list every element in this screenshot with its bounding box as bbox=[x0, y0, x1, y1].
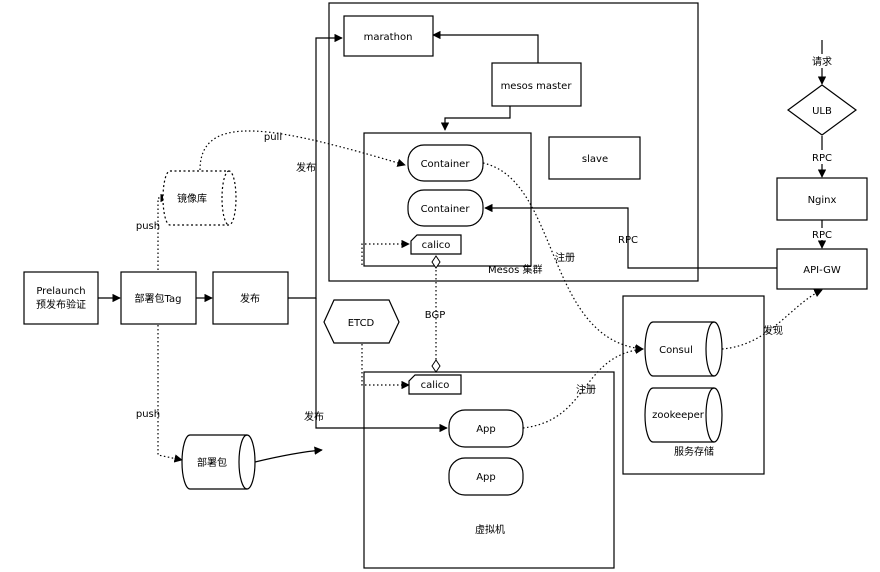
consul-label: Consul bbox=[659, 345, 693, 356]
discover-edge bbox=[721, 289, 823, 350]
vm-label: 虚拟机 bbox=[475, 523, 505, 536]
apigw-to-container-edge bbox=[484, 203, 777, 269]
mirror-cylinder bbox=[162, 170, 237, 226]
tag-label: 部署包Tag bbox=[135, 292, 182, 305]
rpc-container-label: RPC bbox=[618, 235, 638, 246]
calico-vm-tag bbox=[408, 374, 462, 395]
mirror-label: 镜像库 bbox=[177, 192, 207, 205]
etcd-calico-vm-edge bbox=[361, 320, 410, 390]
service-storage-frame bbox=[622, 295, 765, 475]
mesos-master-label: mesos master bbox=[501, 81, 573, 92]
calico-top-tag bbox=[410, 234, 462, 255]
etcd-hexagon bbox=[323, 299, 400, 344]
rpc-ulb-label: RPC bbox=[812, 153, 832, 164]
master-to-container-edge bbox=[440, 106, 511, 131]
publish-box bbox=[212, 271, 289, 325]
vm-frame bbox=[363, 371, 615, 569]
app-1-box bbox=[448, 409, 524, 448]
calico-vm-label: calico bbox=[421, 380, 450, 391]
push-mirror-edge bbox=[157, 193, 169, 270]
app-1-label: App bbox=[476, 424, 496, 435]
discover-label: 发现 bbox=[763, 324, 783, 337]
package-label: 部署包 bbox=[197, 456, 227, 469]
ulb-diamond bbox=[786, 84, 858, 136]
bgp-label: BGP bbox=[425, 310, 445, 321]
app-2-label: App bbox=[476, 472, 496, 483]
mesos-cluster-label: Mesos 集群 bbox=[488, 263, 543, 276]
calico-top-label: calico bbox=[422, 240, 451, 251]
marathon-label: marathon bbox=[364, 32, 413, 43]
ulb-label: ULB bbox=[812, 106, 832, 117]
publish-to-marathon-edge bbox=[288, 33, 343, 299]
push-package-edge bbox=[157, 325, 183, 463]
slave-label: slave bbox=[582, 154, 608, 165]
register-app-label: 注册 bbox=[576, 383, 596, 396]
container-1-label: Container bbox=[421, 159, 471, 170]
prelaunch-box bbox=[23, 271, 99, 325]
publish-vm-label: 发布 bbox=[304, 410, 324, 423]
container-register-edge bbox=[482, 162, 644, 353]
publish-to-app-edge bbox=[315, 298, 448, 433]
slave-container-frame bbox=[363, 132, 532, 267]
nginx-box bbox=[776, 177, 868, 221]
mesos-master-box bbox=[491, 62, 582, 107]
slave-box bbox=[548, 136, 641, 180]
tag-box bbox=[120, 271, 197, 325]
master-to-marathon-edge bbox=[432, 30, 539, 63]
marathon-box bbox=[343, 15, 434, 57]
request-label: 请求 bbox=[812, 55, 832, 68]
pull-edge bbox=[199, 130, 406, 171]
app-register-edge bbox=[522, 345, 644, 429]
prelaunch-label-line1: Prelaunch bbox=[36, 286, 85, 297]
container-1-box bbox=[407, 144, 484, 182]
push-package-label: push bbox=[136, 409, 160, 420]
pull-label: pull bbox=[264, 132, 282, 143]
apigw-box bbox=[776, 248, 868, 290]
push-mirror-label: push bbox=[136, 221, 160, 232]
zookeeper-label: zookeeper bbox=[652, 410, 705, 421]
bgp-end-top bbox=[431, 255, 441, 269]
container-2-box bbox=[407, 189, 484, 227]
publish-mesos-label: 发布 bbox=[296, 161, 316, 174]
package-cylinder bbox=[181, 434, 256, 490]
etcd-calico-top-edge bbox=[361, 239, 410, 265]
prelaunch-label-line2: 预发布验证 bbox=[36, 298, 86, 311]
rpc-nginx-label: RPC bbox=[812, 230, 832, 241]
apigw-label: API-GW bbox=[803, 265, 841, 276]
service-storage-label: 服务存储 bbox=[674, 445, 714, 458]
app-2-box bbox=[448, 457, 524, 496]
package-out-edge bbox=[254, 446, 323, 463]
container-2-label: Container bbox=[421, 204, 471, 215]
zookeeper-cylinder bbox=[644, 387, 723, 443]
bgp-end-bottom bbox=[431, 359, 441, 373]
etcd-label: ETCD bbox=[348, 318, 375, 329]
register-container-label: 注册 bbox=[555, 251, 575, 264]
nginx-label: Nginx bbox=[808, 195, 837, 206]
publish-label: 发布 bbox=[240, 292, 260, 305]
consul-cylinder bbox=[644, 321, 723, 377]
mesos-cluster-frame bbox=[328, 2, 699, 282]
